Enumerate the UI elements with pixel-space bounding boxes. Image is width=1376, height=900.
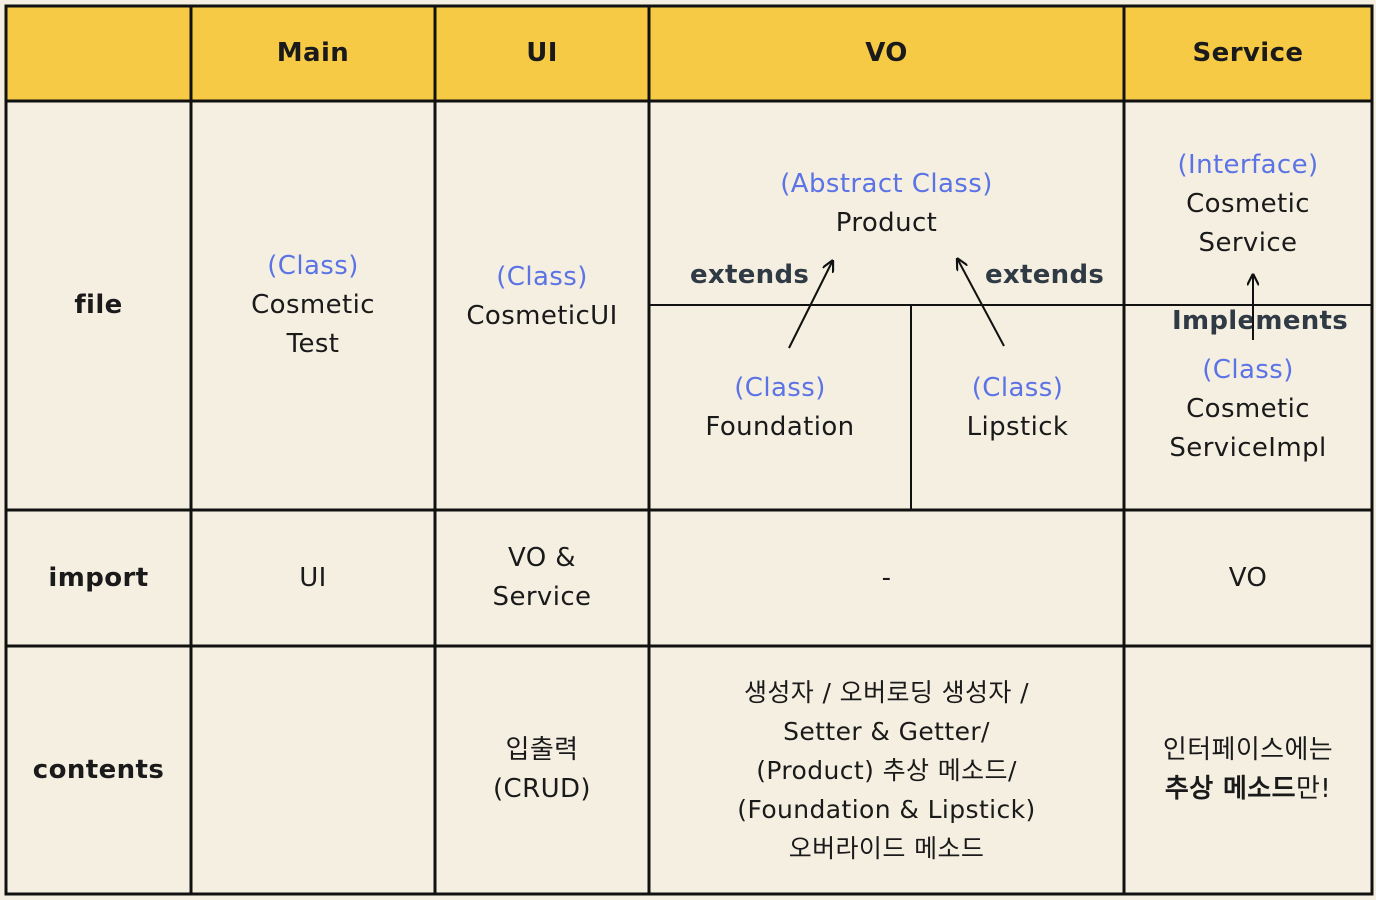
service-interface: (Interface) Cosmetic Service [1124, 145, 1372, 263]
import-ui-line2: Service [492, 582, 592, 612]
import-ui-cell: VO & Service [435, 510, 649, 646]
vo-lipstick-class: (Class) Lipstick [911, 368, 1124, 448]
header-main: Main [191, 6, 435, 101]
row-header-contents: contents [6, 646, 191, 894]
file-ui-name: CosmeticUI [466, 300, 618, 331]
import-main-cell: UI [191, 510, 435, 646]
contents-vo-line4: (Foundation & Lipstick) [737, 794, 1036, 824]
header-vo-label: VO [865, 38, 908, 68]
extends-right-label: extends [985, 260, 1105, 290]
file-main-type: (Class) [267, 251, 359, 281]
contents-vo-line2: Setter & Getter/ [783, 716, 990, 746]
import-service-cell: VO [1124, 510, 1372, 646]
row-header-contents-label: contents [32, 754, 165, 785]
contents-service-line2: 추상 메소드만! [1165, 770, 1331, 809]
contents-ui-line2: (CRUD) [493, 774, 591, 804]
contents-ui-cell: 입출력 (CRUD) [435, 646, 649, 894]
vo-product-type: (Abstract Class) [780, 169, 993, 199]
file-main-name-line1: Cosmetic [251, 290, 375, 320]
relation-arrows [788, 260, 1253, 349]
import-main-value: UI [299, 562, 327, 593]
header-ui: UI [435, 6, 649, 101]
contents-vo-line5: 오버라이드 메소드 [788, 833, 985, 863]
vo-foundation-type: (Class) [734, 373, 826, 403]
row-header-import: import [6, 510, 191, 646]
vo-product-name: Product [835, 208, 938, 238]
service-impl-name-line2: ServiceImpl [1169, 432, 1327, 463]
contents-service-cell: 인터페이스에는 추상 메소드만! [1124, 646, 1372, 894]
vo-lipstick-name: Lipstick [966, 412, 1069, 442]
contents-vo-cell: 생성자 / 오버로딩 생성자 / Setter & Getter/ (Produ… [649, 646, 1124, 894]
extends-left-label: extends [690, 260, 810, 290]
vo-foundation-name: Foundation [705, 412, 855, 442]
contents-vo-line3: (Product) 추상 메소드/ [756, 755, 1017, 785]
contents-service-rest: 만! [1295, 774, 1332, 804]
service-impl: (Class) Cosmetic ServiceImpl [1124, 350, 1372, 468]
import-vo-cell: - [649, 510, 1124, 646]
header-vo: VO [649, 6, 1124, 101]
vo-foundation-class: (Class) Foundation [649, 368, 911, 448]
contents-ui-line1: 입출력 [505, 735, 579, 765]
vo-lipstick-type: (Class) [971, 373, 1064, 403]
file-ui-cell: (Class) CosmeticUI [435, 101, 649, 510]
service-interface-name-line1: Cosmetic [1186, 188, 1310, 219]
service-impl-type: (Class) [1202, 354, 1294, 385]
row-header-import-label: import [48, 562, 149, 593]
service-interface-name-line2: Service [1198, 227, 1298, 258]
service-interface-type: (Interface) [1177, 149, 1319, 180]
header-service-label: Service [1192, 38, 1304, 68]
outer-border [4, 4, 1374, 896]
header-ui-label: UI [526, 38, 558, 68]
import-vo-value: - [881, 562, 892, 593]
header-service: Service [1124, 6, 1372, 101]
implements-label: Implements [1172, 306, 1349, 336]
grid-lines [6, 6, 1372, 894]
import-service-value: VO [1228, 562, 1268, 593]
contents-service-line1: 인터페이스에는 [1162, 735, 1334, 765]
extends-arrow-lipstick [958, 260, 1005, 347]
import-ui-line1: VO & [508, 543, 576, 573]
row-header-file: file [6, 101, 191, 510]
row-header-file-label: file [74, 290, 123, 320]
extends-arrow-foundation [788, 262, 832, 349]
header-main-label: Main [276, 38, 350, 68]
file-main-cell: (Class) Cosmetic Test [191, 101, 435, 510]
service-impl-name-line1: Cosmetic [1186, 393, 1310, 424]
inner-subdivisions [649, 304, 1372, 510]
contents-vo-line1: 생성자 / 오버로딩 생성자 / [743, 677, 1030, 707]
file-main-name-line2: Test [286, 329, 340, 359]
header-row-background [6, 6, 1372, 101]
file-ui-type: (Class) [496, 261, 588, 292]
contents-service-bold: 추상 메소드 [1164, 774, 1296, 804]
vo-product-class: (Abstract Class) Product [649, 164, 1124, 244]
